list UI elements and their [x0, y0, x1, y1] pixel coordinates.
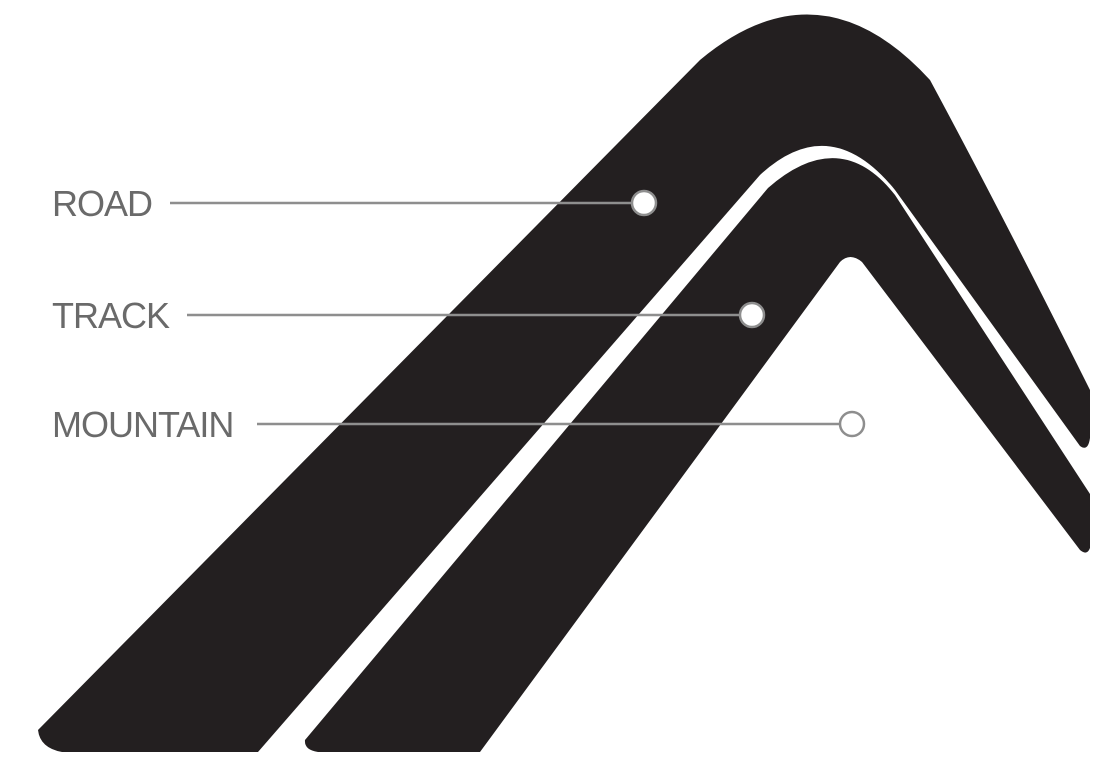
road-band [38, 15, 1090, 752]
mountain-label: MOUNTAIN [52, 404, 233, 445]
mountain-marker-dot [840, 412, 864, 436]
road-marker-dot [632, 191, 656, 215]
track-label: TRACK [52, 295, 170, 336]
track-marker-dot [740, 303, 764, 327]
road-label: ROAD [52, 183, 152, 224]
